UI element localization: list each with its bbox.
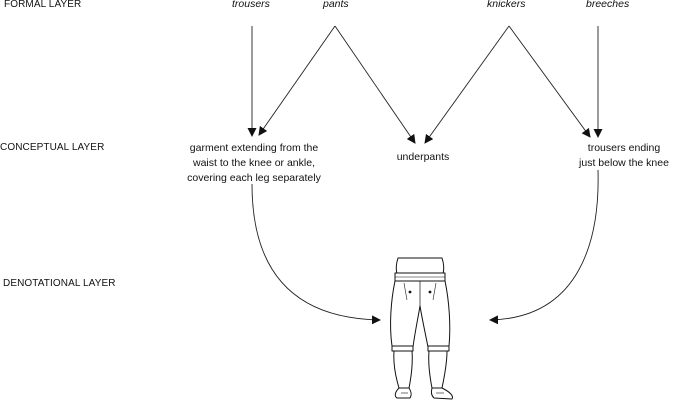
arrow-concept-trousers-to-image (252, 184, 380, 320)
arrow-knickers-to-concept-breeches (509, 26, 590, 137)
arrow-pants-to-underpants (335, 26, 415, 143)
arrow-concept-breeches-to-image (490, 170, 598, 320)
breeches-figure-icon (391, 258, 453, 399)
arrow-knickers-to-underpants (425, 26, 509, 143)
arrow-pants-to-concept-trousers (259, 26, 335, 135)
